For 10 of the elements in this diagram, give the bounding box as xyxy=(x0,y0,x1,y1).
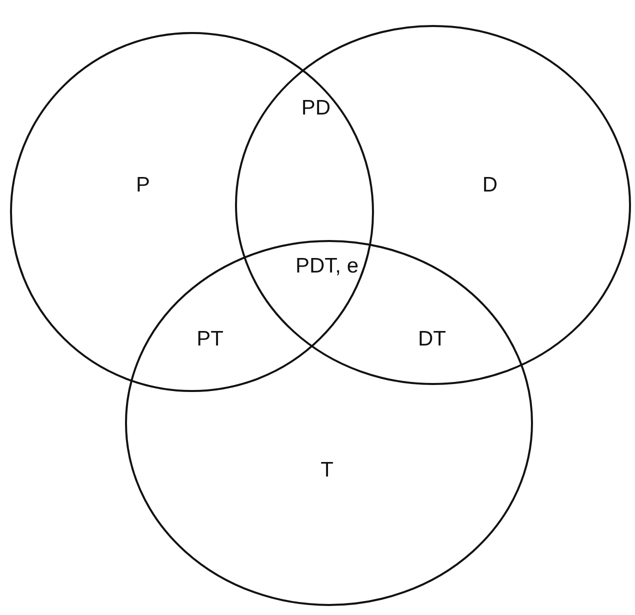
set-label: T xyxy=(320,460,334,480)
venn-circle xyxy=(235,25,631,385)
set-label: D xyxy=(482,174,498,196)
region-label: PDT, e xyxy=(295,256,359,276)
region-label: PT xyxy=(196,328,224,350)
venn-circle xyxy=(125,240,533,606)
venn-circle xyxy=(10,32,374,392)
region-label: PD xyxy=(301,98,331,118)
region-label: DT xyxy=(418,328,446,350)
set-label: P xyxy=(136,174,150,196)
